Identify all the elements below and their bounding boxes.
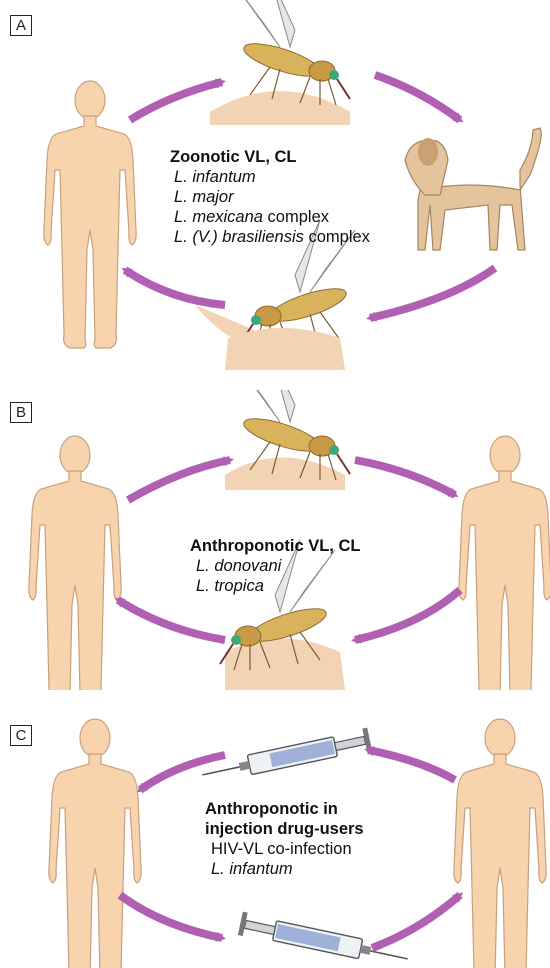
cycle-arrow-icon: [372, 895, 460, 948]
panel-c-title: Anthroponotic in: [205, 799, 364, 819]
species-line: L. donovani: [190, 556, 360, 576]
skin-patch-icon: [210, 91, 350, 125]
panel-b: B Anthroponotic VL, CL L. donovani L. tr…: [0, 390, 550, 690]
skin-patch-icon: [225, 328, 345, 370]
dog-icon: [405, 128, 541, 250]
human-figure-icon: [459, 436, 550, 690]
species-line: L. (V.) brasiliensis complex: [170, 227, 370, 247]
cycle-arrow-icon: [375, 75, 460, 120]
cycle-arrow-icon: [125, 270, 225, 305]
panel-b-title: Anthroponotic VL, CL: [190, 536, 360, 556]
panel-a: A Zoonotic VL, CL L. infantum L. major L…: [0, 0, 550, 380]
cycle-arrow-icon: [118, 600, 225, 640]
species-line: L. infantum: [170, 167, 370, 187]
skin-patch-icon: [225, 458, 345, 491]
cycle-arrow-icon: [130, 82, 222, 120]
cycle-arrow-icon: [368, 750, 455, 780]
panel-a-text: Zoonotic VL, CL L. infantum L. major L. …: [170, 147, 370, 247]
human-figure-icon: [454, 719, 546, 968]
cycle-arrow-icon: [128, 460, 230, 500]
cycle-arrow-icon: [120, 895, 222, 938]
mosquito-icon: [235, 0, 350, 105]
panel-b-text: Anthroponotic VL, CL L. donovani L. trop…: [190, 536, 360, 596]
human-figure-icon: [29, 436, 121, 690]
human-figure-icon: [49, 719, 141, 968]
panel-c: C Anthroponotic in injection drug-users …: [0, 710, 550, 968]
panel-a-label: A: [10, 15, 32, 36]
panel-c-text: Anthroponotic in injection drug-users HI…: [205, 799, 364, 879]
cycle-arrow-icon: [355, 590, 460, 640]
panel-b-label: B: [10, 402, 32, 423]
species-line: L. major: [170, 187, 370, 207]
panel-c-title-line2: injection drug-users: [205, 819, 364, 839]
human-figure-icon: [44, 81, 136, 348]
species-line: L. infantum: [205, 859, 364, 879]
skin-patch-icon: [225, 639, 345, 691]
panel-a-title: Zoonotic VL, CL: [170, 147, 370, 167]
cycle-arrow-icon: [370, 268, 495, 318]
species-line: L. mexicana complex: [170, 207, 370, 227]
species-line: L. tropica: [190, 576, 360, 596]
panel-c-label: C: [10, 725, 32, 746]
cycle-arrow-icon: [355, 460, 455, 495]
syringe-icon: [200, 728, 372, 787]
coinfection-line: HIV-VL co-infection: [205, 839, 364, 859]
